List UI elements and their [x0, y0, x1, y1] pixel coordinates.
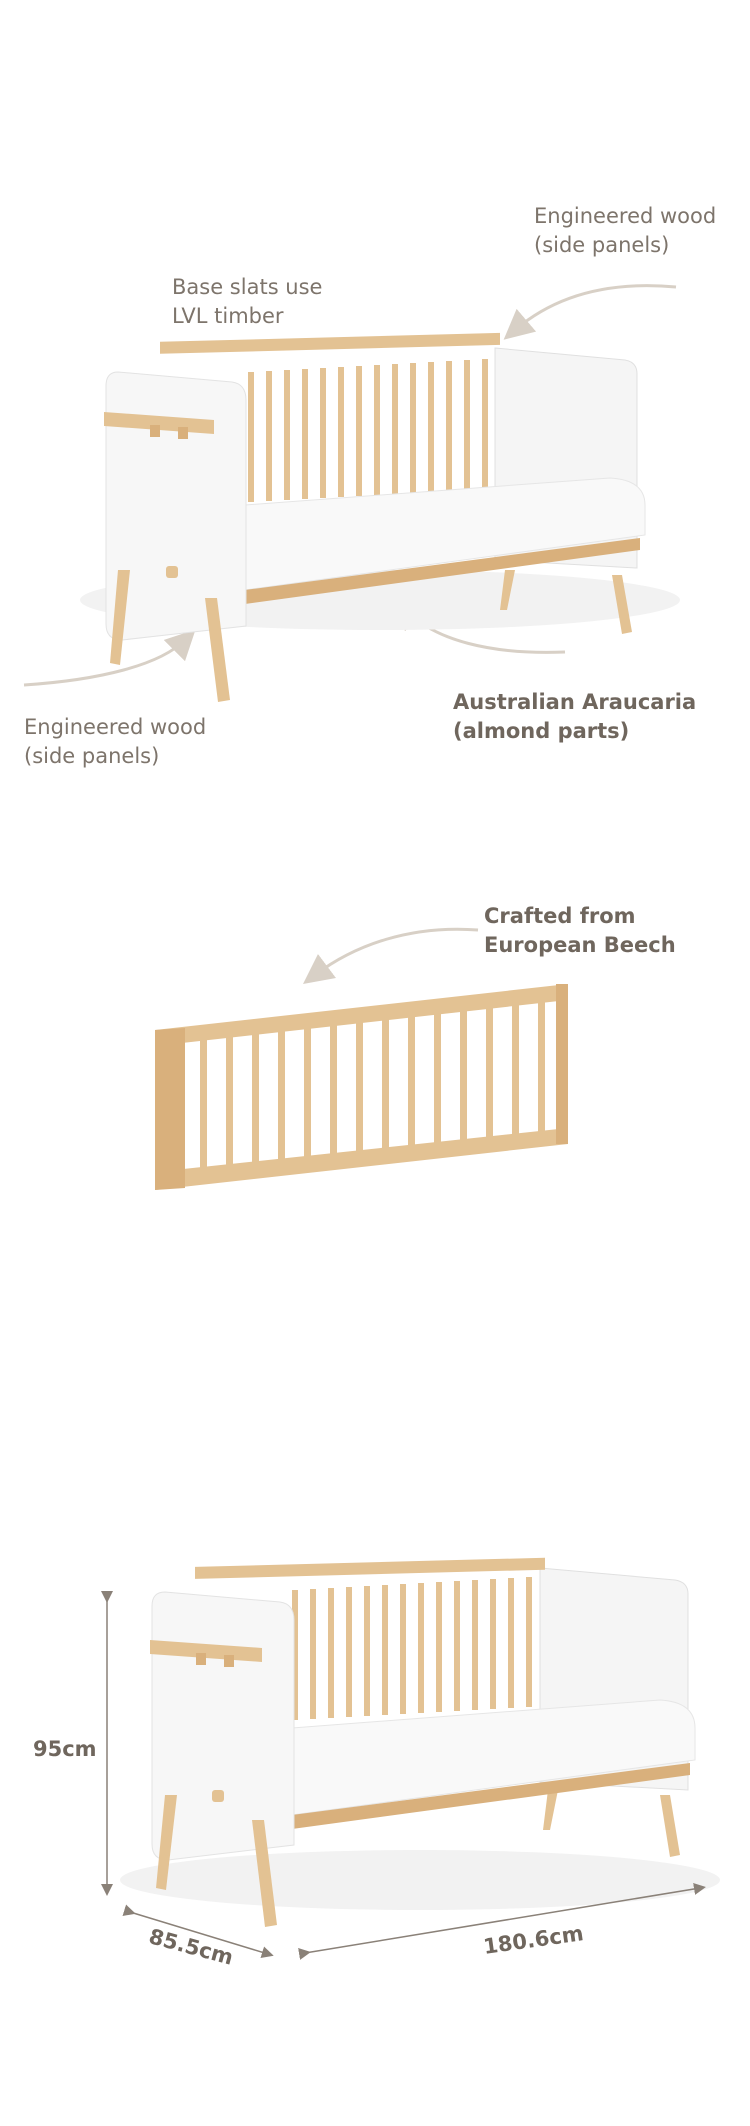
- label-side-panels-top: Engineered wood (side panels): [534, 204, 717, 257]
- arrow-beech: [302, 927, 479, 984]
- label-base-slats: Base slats use LVL timber: [172, 275, 323, 328]
- label-araucaria: Australian Araucaria (almond parts): [453, 690, 697, 743]
- guard-rail: [155, 984, 568, 1190]
- depth-dimension-line: [122, 1904, 274, 1958]
- label-beech: Crafted from European Beech: [484, 904, 676, 957]
- width-dimension-line: [298, 1883, 706, 1960]
- arrow-side-panel-top: [503, 284, 677, 340]
- label-side-panels-bottom: Engineered wood (side panels): [24, 715, 207, 768]
- bed-1: [80, 332, 680, 702]
- arrow-side-panel-bottom: [23, 629, 196, 687]
- bed-2: [120, 1557, 720, 1927]
- height-dimension-label: 95cm: [33, 1737, 97, 1761]
